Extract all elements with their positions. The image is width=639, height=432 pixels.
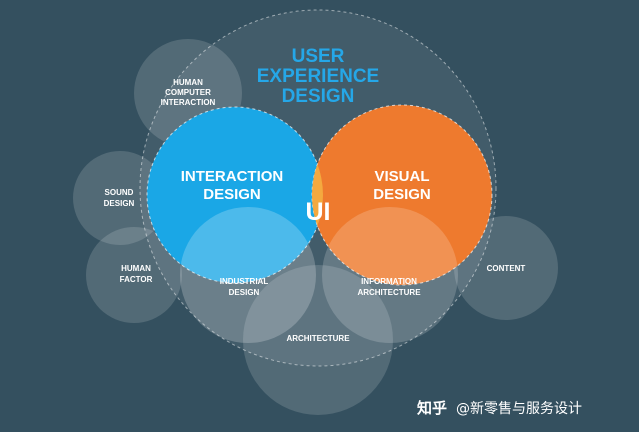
visual-label-line-2: DESIGN (373, 186, 431, 203)
zhihu-logo-text: 知乎 (417, 399, 447, 417)
sound-design-circle (73, 151, 167, 245)
human-factor-label-line-2: FACTOR (120, 275, 153, 284)
architecture-circle (243, 265, 393, 415)
info-arch-label-line-2: ARCHITECTURE (357, 288, 421, 297)
human-factor-circle (86, 227, 182, 323)
ux-title-line-3: DESIGN (282, 86, 355, 107)
architecture-label: ARCHITECTURE (286, 334, 350, 343)
hci-label-line-1: HUMAN (173, 78, 203, 87)
interaction-label-line-2: DESIGN (203, 186, 261, 203)
zhihu-watermark: 知乎 @新零售与服务设计 (417, 399, 582, 417)
industrial-design-circle (180, 207, 316, 343)
sound-label-line-1: SOUND (105, 188, 134, 197)
sound-label-line-2: DESIGN (104, 199, 135, 208)
ui-label: UI (306, 198, 331, 226)
watermark-handle: @新零售与服务设计 (456, 401, 582, 417)
human-factor-label-line-1: HUMAN (121, 264, 151, 273)
ux-title-line-1: USER (292, 46, 345, 67)
hci-label-line-2: COMPUTER (165, 88, 211, 97)
information-architecture-circle (322, 207, 458, 343)
industrial-label-line-1: INDUSTRIAL (220, 277, 269, 286)
industrial-label-line-2: DESIGN (229, 288, 260, 297)
content-circle (454, 216, 558, 320)
visual-label-line-1: VISUAL (374, 168, 429, 185)
content-label: CONTENT (487, 264, 526, 273)
hci-label-line-3: INTERACTION (161, 98, 216, 107)
interaction-label-line-1: INTERACTION (181, 168, 284, 185)
info-arch-label-line-1: INFORMATION (361, 277, 417, 286)
ux-title-line-2: EXPERIENCE (257, 66, 379, 87)
